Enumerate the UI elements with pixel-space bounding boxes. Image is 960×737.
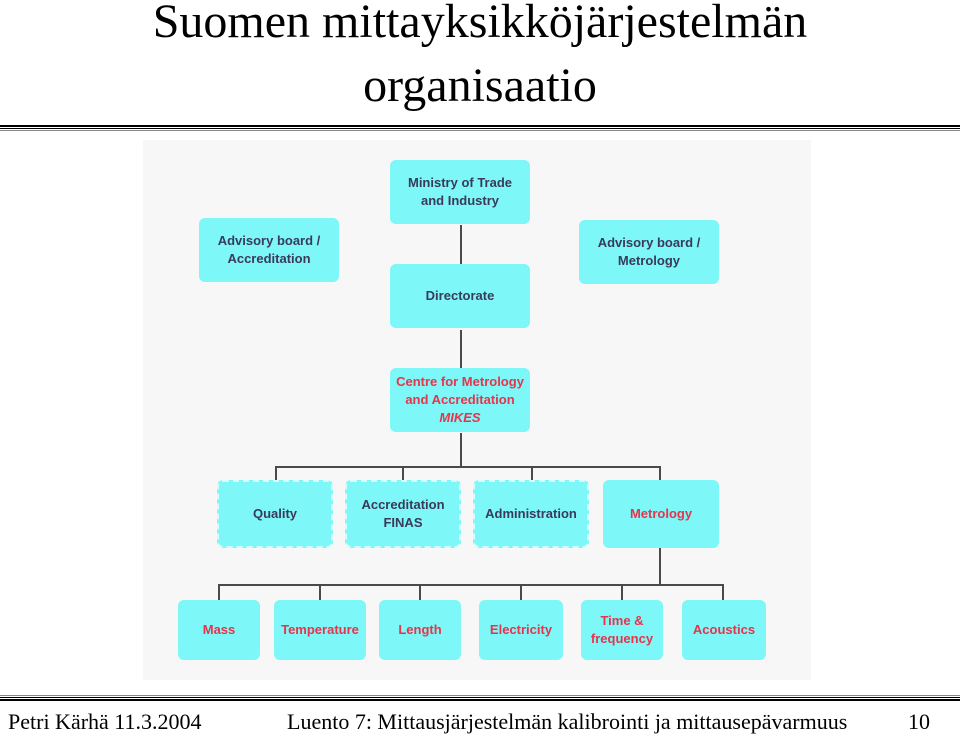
ministry-line2: and Industry — [420, 193, 499, 208]
connector-line — [460, 330, 462, 370]
footer-lecture-title: Luento 7: Mittausjärjestelmän kalibroint… — [287, 709, 848, 734]
advisory-accreditation-line2: Accreditation — [227, 251, 311, 266]
centre-line1: Centre for Metrology — [396, 374, 524, 389]
length-box: Length — [379, 600, 461, 660]
advisory-accreditation-line1: Advisory board / — [217, 233, 321, 248]
quality-box: Quality — [217, 480, 333, 548]
connector-line — [531, 466, 533, 480]
time-frequency-line1: Time & — [600, 613, 644, 628]
connector-line — [275, 466, 277, 480]
footer-author-date: Petri Kärhä 11.3.2004 — [8, 709, 202, 734]
slide-title-line2: organisaatio — [363, 59, 597, 112]
header-rule — [0, 130, 960, 131]
electricity-label: Electricity — [489, 622, 553, 637]
centre-line3: MIKES — [439, 410, 481, 425]
accreditation-finas-line2: FINAS — [383, 515, 423, 530]
acoustics-box: Acoustics — [682, 600, 766, 660]
connector-line — [218, 584, 724, 586]
header-rule — [0, 128, 960, 129]
advisory-accreditation-box: Advisory board / Accreditation — [199, 218, 339, 282]
footer-rule — [0, 695, 960, 696]
length-label: Length — [398, 622, 442, 637]
time-frequency-line2: frequency — [590, 631, 654, 646]
directorate-box: Directorate — [390, 264, 530, 328]
mass-box: Mass — [178, 600, 260, 660]
connector-line — [621, 584, 623, 600]
accreditation-finas-line1: Accreditation — [361, 497, 445, 512]
administration-box: Administration — [473, 480, 589, 548]
page-number: 10 — [908, 709, 930, 734]
connector-line — [402, 466, 404, 480]
connector-line — [659, 548, 661, 586]
connector-line — [419, 584, 421, 600]
centre-line2: and Accreditation — [405, 392, 515, 407]
advisory-metrology-line1: Advisory board / — [597, 235, 701, 250]
connector-line — [520, 584, 522, 600]
connector-line — [722, 584, 724, 600]
accreditation-finas-box: Accreditation FINAS — [345, 480, 461, 548]
acoustics-label: Acoustics — [692, 622, 756, 637]
connector-line — [275, 466, 661, 468]
electricity-box: Electricity — [479, 600, 563, 660]
footer-rule — [0, 699, 960, 701]
org-chart: Ministry of Trade and Industry Advisory … — [143, 140, 811, 680]
connector-line — [218, 584, 220, 600]
centre-box: Centre for Metrology and Accreditation M… — [390, 368, 530, 432]
ministry-line1: Ministry of Trade — [407, 175, 513, 190]
quality-label: Quality — [252, 506, 298, 521]
connector-line — [460, 433, 462, 467]
temperature-box: Temperature — [274, 600, 366, 660]
header-rule — [0, 125, 960, 127]
footer-rule — [0, 697, 960, 698]
connector-line — [319, 584, 321, 600]
advisory-metrology-box: Advisory board / Metrology — [579, 220, 719, 284]
mass-label: Mass — [202, 622, 236, 637]
ministry-box: Ministry of Trade and Industry — [390, 160, 530, 224]
slide-title-line1: Suomen mittayksikköjärjestelmän — [152, 0, 808, 48]
advisory-metrology-line2: Metrology — [617, 253, 681, 268]
metrology-box: Metrology — [603, 480, 719, 548]
directorate-label: Directorate — [425, 288, 495, 303]
metrology-label: Metrology — [629, 506, 693, 521]
connector-line — [460, 225, 462, 265]
connector-line — [659, 466, 661, 480]
administration-label: Administration — [485, 506, 577, 521]
temperature-label: Temperature — [281, 622, 359, 637]
time-frequency-box: Time & frequency — [581, 600, 663, 660]
